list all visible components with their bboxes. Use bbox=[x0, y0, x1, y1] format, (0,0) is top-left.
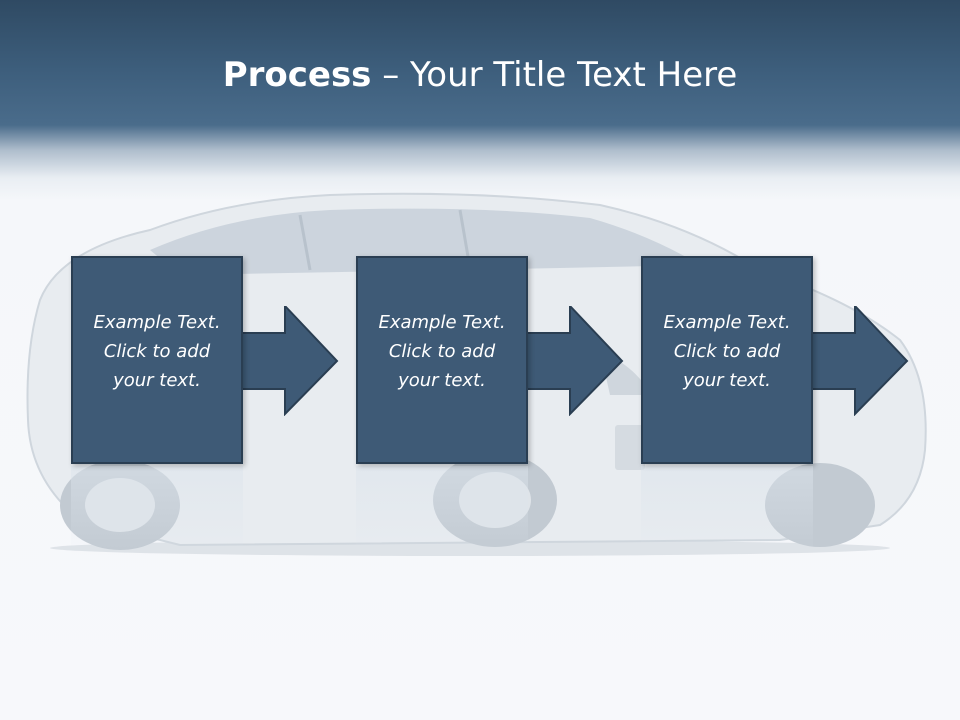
step-box[interactable] bbox=[356, 256, 528, 464]
step-text-line-1: Example Text. bbox=[378, 312, 506, 333]
step-text-line-3: your text. bbox=[683, 370, 771, 391]
step-text[interactable]: Example Text. Click to add your text. bbox=[641, 308, 813, 395]
step-reflection bbox=[71, 466, 243, 556]
step-text-line-1: Example Text. bbox=[93, 312, 221, 333]
step-text-line-1: Example Text. bbox=[663, 312, 791, 333]
step-text[interactable]: Example Text. Click to add your text. bbox=[71, 308, 243, 395]
step-text-line-2: Click to add bbox=[388, 341, 496, 362]
step-text-line-2: Click to add bbox=[103, 341, 211, 362]
step-text-line-2: Click to add bbox=[673, 341, 781, 362]
step-reflection bbox=[356, 466, 528, 556]
step-text-line-3: your text. bbox=[113, 370, 201, 391]
step-box[interactable] bbox=[71, 256, 243, 464]
page-title: Process – Your Title Text Here bbox=[0, 52, 960, 98]
step-text[interactable]: Example Text. Click to add your text. bbox=[356, 308, 528, 395]
step-text-line-3: your text. bbox=[398, 370, 486, 391]
arrow-right-icon bbox=[811, 306, 909, 416]
arrow-right-icon bbox=[526, 306, 624, 416]
title-rest: – Your Title Text Here bbox=[371, 55, 738, 95]
step-reflection bbox=[641, 466, 813, 556]
arrow-right-icon bbox=[241, 306, 339, 416]
step-box[interactable] bbox=[641, 256, 813, 464]
title-bold: Process bbox=[222, 55, 372, 95]
